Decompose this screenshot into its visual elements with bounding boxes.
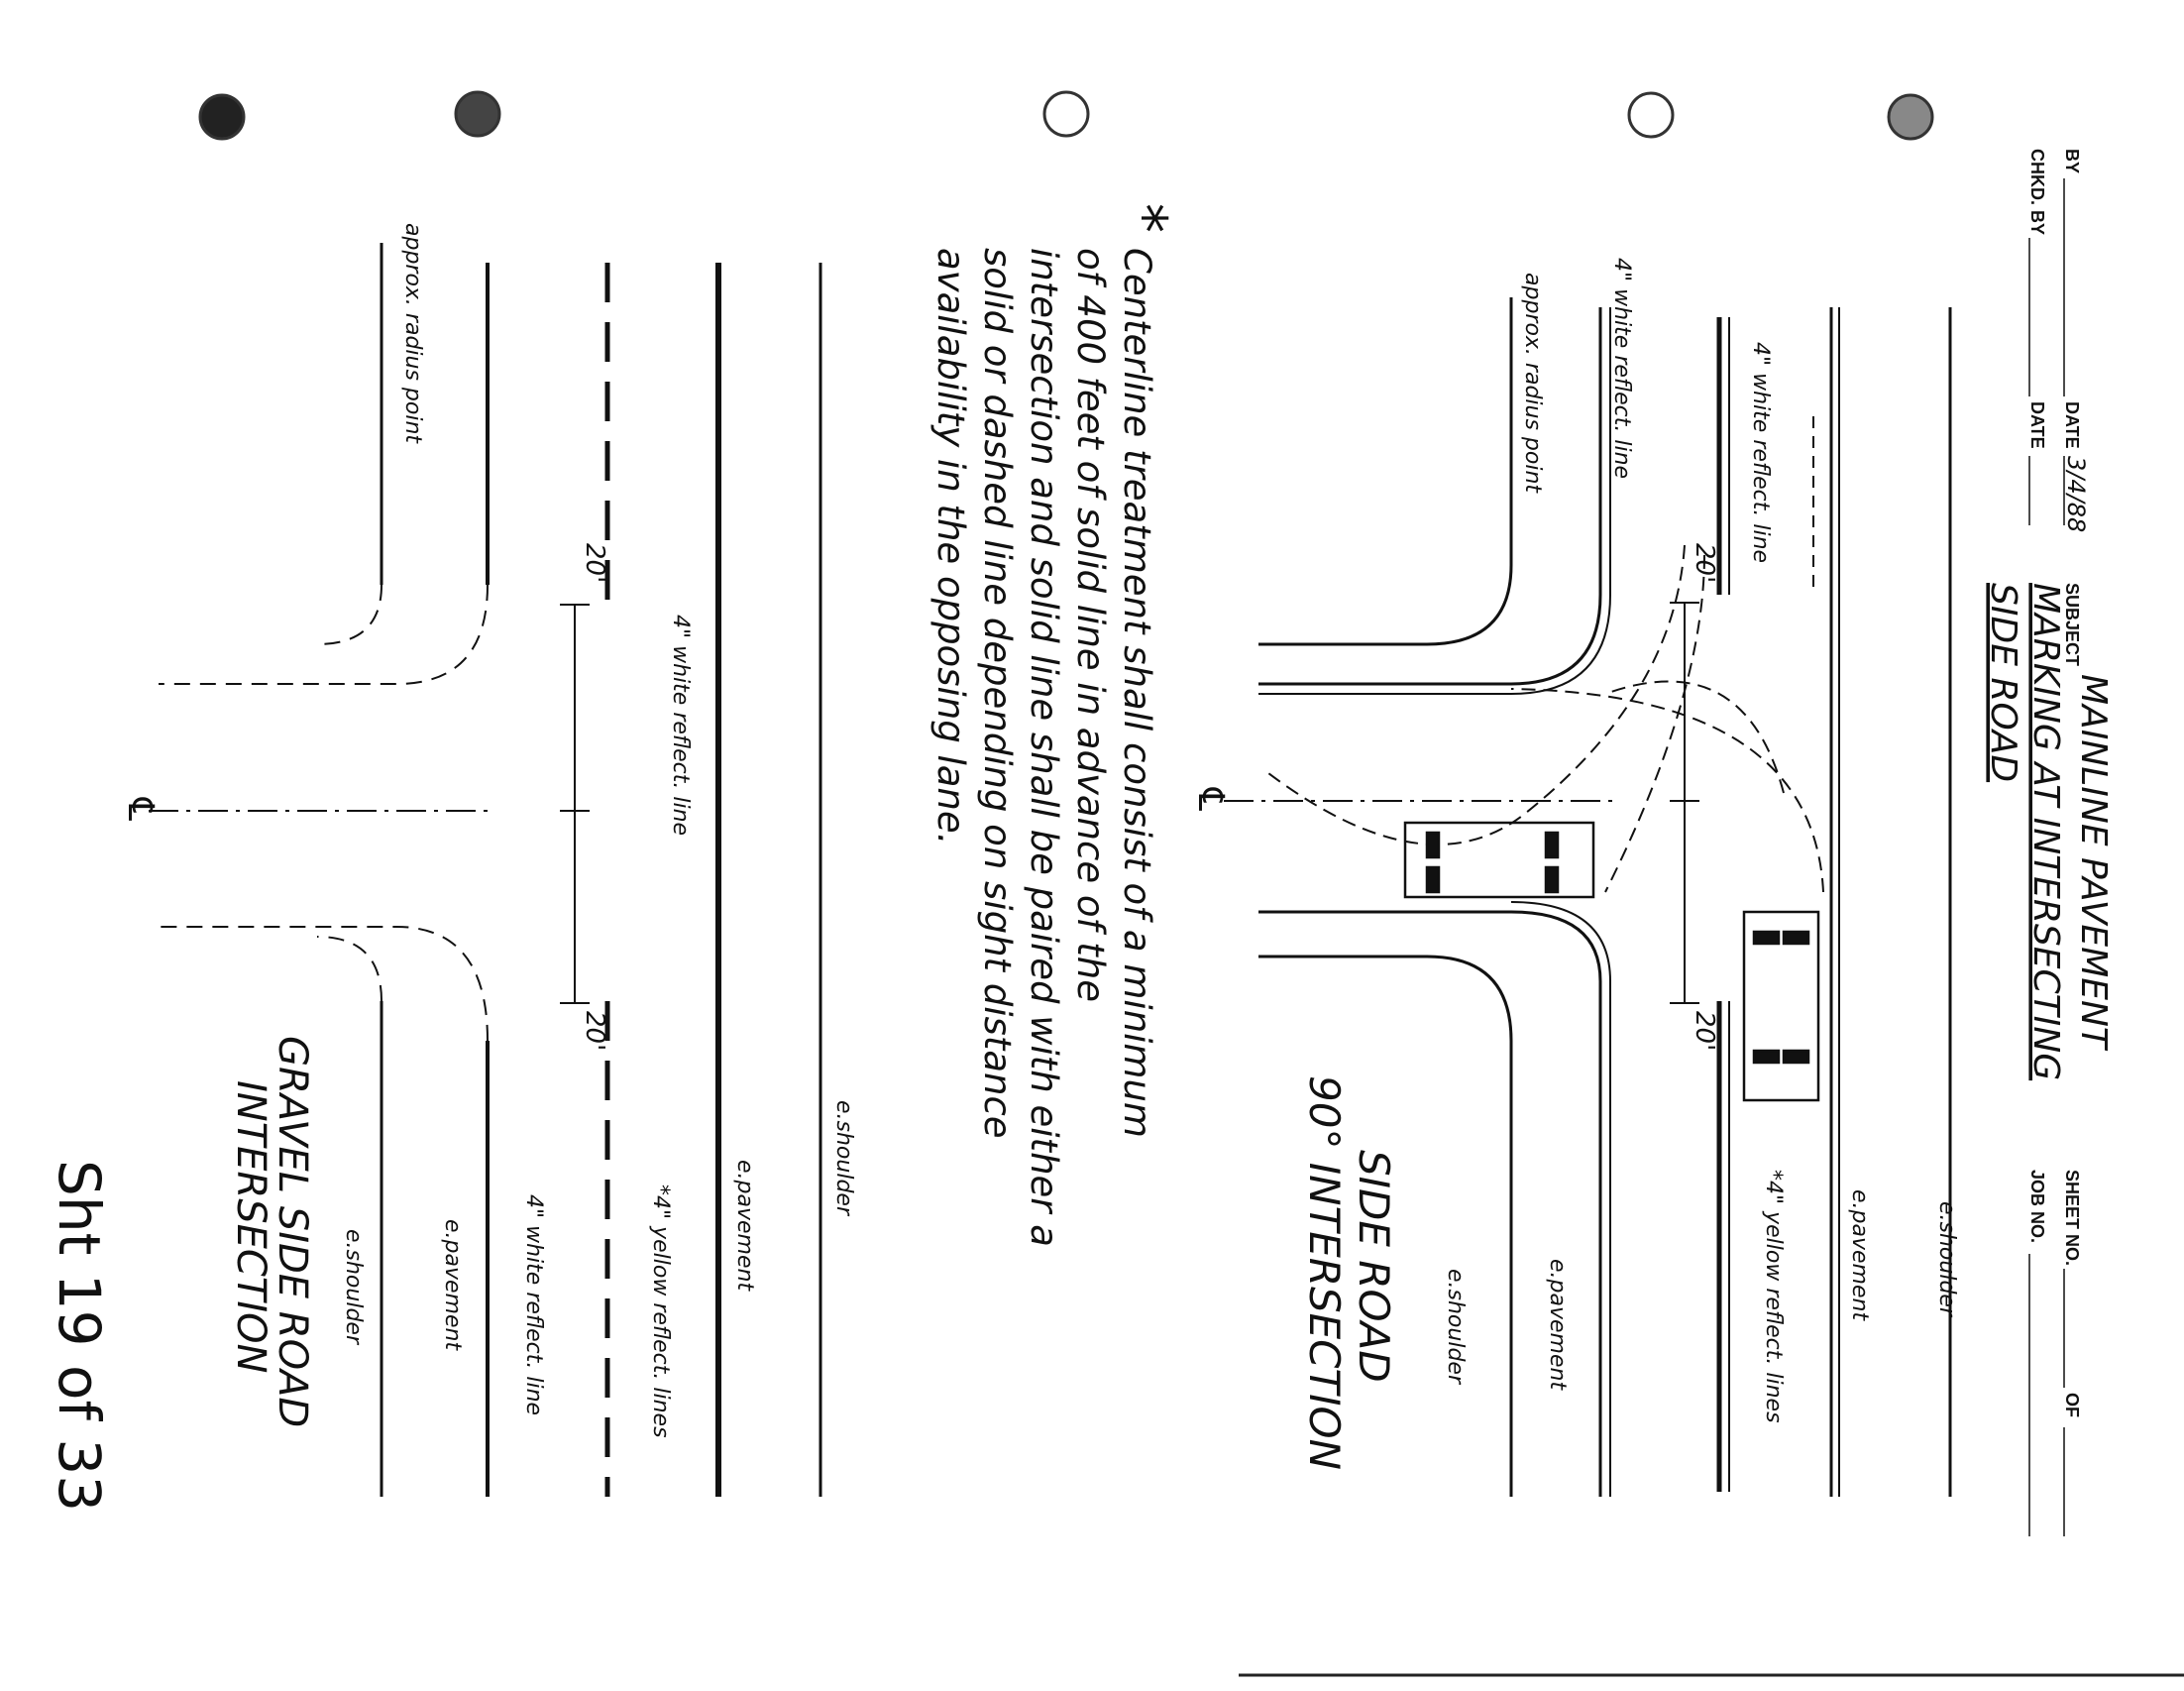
bottom-dim-right: 20' [580,1011,609,1051]
bottom-label-white-reflect-top: 4" white reflect. line [668,615,693,836]
date-value: 3/4/88 [2062,456,2090,532]
top-label-yellow-reflect: *4" yellow reflect. lines [1761,1170,1786,1423]
top-label-e-shoulder-bottom: e.shoulder [1443,1269,1468,1386]
punch-hole-2 [1627,91,1675,139]
top-centerline-symbol: ℄ [1190,787,1231,811]
bottom-dim-left: 20' [580,543,609,583]
top-dim-right: 20' [1690,1011,1719,1051]
note-line3: intersection and solid line shall be pai… [1023,248,1065,1247]
subject-line3: SIDE ROAD [1983,583,2023,782]
top-label-e-pavement-bottom: e.pavement [1545,1259,1570,1391]
sheet-note: Sht 19 of 33 [46,1160,113,1512]
chkd-by-label: CHKD. BY [2027,149,2047,235]
bottom-diagram [149,243,822,1497]
sheet-no-label: SHEET NO. [2062,1170,2082,1266]
title-block: BY DATE 3/4/88 CHKD. BY DATE SUBJECT MAI… [1983,149,2114,1536]
bottom-shoulder-curve-upper [316,584,382,645]
bottom-pavement-return-upper [159,584,489,685]
top-shoulder-return-upper [1258,297,1513,646]
job-no-label: JOB NO. [2027,1170,2047,1243]
top-diagram-labels: e.shoulder e.pavement 4" white reflect. … [1190,258,1959,1470]
bottom-pavement-return-lower [159,926,489,1042]
bottom-title-line2: INTERSECTION [228,1080,273,1373]
top-shoulder-return-lower [1258,955,1513,1497]
bottom-label-e-shoulder-bottom: e.shoulder [341,1229,366,1346]
centerline-note: * Centerline treatment shall consist of … [929,203,1179,1247]
top-label-white-reflect-left: 4" white reflect. line [1609,258,1634,479]
note-line5: availability in the opposing lane. [929,248,972,845]
punch-hole-1 [1887,93,1934,141]
top-return-upper [1510,594,1602,686]
date-label: DATE [2062,401,2082,449]
punch-hole-5 [198,93,246,141]
top-label-white-reflect: 4" white reflect. line [1748,342,1773,563]
of-label: OF [2062,1393,2082,1417]
top-title-line2: 90° INTERSECTION [1300,1075,1349,1470]
bottom-label-yellow-reflect: *4" yellow reflect. lines [648,1184,673,1438]
punch-holes [198,90,1934,141]
punch-hole-4 [454,90,501,138]
subject-line2: MARKING AT INTERSECTING [2025,583,2066,1080]
subject-line1: MAINLINE PAVEMENT [2073,674,2114,1052]
bottom-label-e-pavement-top: e.pavement [732,1160,757,1292]
subject-label: SUBJECT [2062,583,2082,666]
note-star: * [1110,203,1179,233]
top-return-upper-b [1510,594,1611,695]
top-diagram [1224,297,1952,1497]
bottom-shoulder-curve-lower [316,936,382,1002]
bottom-label-radius: approx. radius point [400,223,425,444]
top-turn-path-1 [1510,688,1824,893]
top-label-radius: approx. radius point [1520,273,1545,494]
bottom-label-white-reflect-bottom: 4" white reflect. line [521,1194,546,1415]
top-vehicle-1 [1403,821,1595,899]
bottom-centerline-symbol: ℄ [120,797,161,821]
top-vehicle-2 [1742,910,1820,1102]
note-line2: of 400 feet of solid line in advance of … [1069,248,1112,1002]
top-dim-left: 20' [1690,543,1719,583]
top-label-e-pavement-top: e.pavement [1847,1189,1872,1321]
note-line4: solid or dashed line depending on sight … [976,248,1019,1139]
bottom-diagram-labels: 4" white reflect. line e.shoulder e.pave… [120,223,856,1438]
top-return-lower [1510,910,1602,982]
top-turn-path-3 [1604,554,1705,893]
bottom-label-e-shoulder-top: e.shoulder [831,1100,856,1217]
punch-hole-3 [1042,90,1090,138]
bottom-title-line1: GRAVEL SIDE ROAD [270,1036,315,1427]
top-return-lower-b [1510,901,1611,982]
by-label: BY [2062,149,2082,173]
bottom-label-e-pavement-bottom: e.pavement [440,1219,465,1351]
top-turn-path-2 [1267,544,1686,846]
note-line1: Centerline treatment shall consist of a … [1116,248,1158,1138]
top-label-e-shoulder: e.shoulder [1934,1201,1959,1318]
top-turn-path-4 [1604,680,1785,794]
top-title-line1: SIDE ROAD [1350,1150,1398,1383]
date2-label: DATE [2027,401,2047,449]
